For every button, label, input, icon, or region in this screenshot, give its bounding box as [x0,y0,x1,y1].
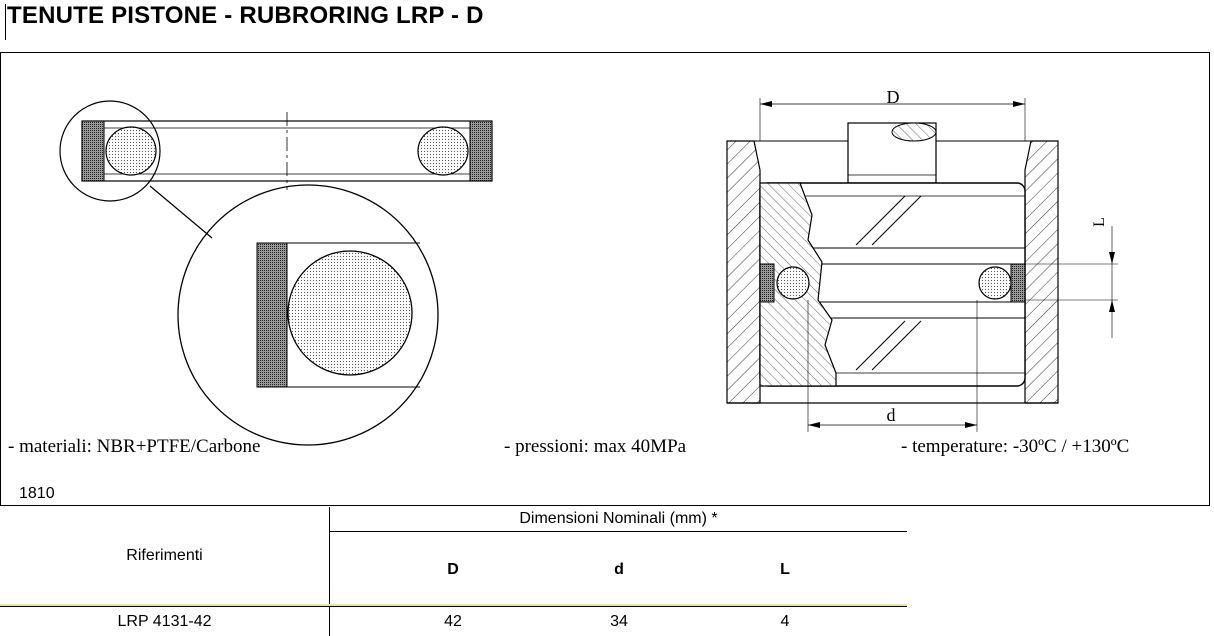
row-D: 42 [444,612,462,630]
dimension-label-D: D [887,87,900,107]
header-col-D: D [447,561,459,578]
header-col-L: L [780,561,790,578]
seal-ring-view [59,100,493,239]
header-riferimenti: Riferimenti [126,546,203,564]
spec-temperature: - temperature: -30ºC / +130ºC [901,436,1130,457]
row-ref: LRP 4131-42 [117,612,212,630]
page-title: TENUTE PISTONE - RUBRORING LRP - D [7,2,484,29]
row-L: 4 [780,612,790,630]
text-cursor [5,4,6,40]
drawing-frame [0,52,1210,506]
cylinder-section-view [726,98,1118,432]
dimension-label-L: L [1091,217,1108,227]
product-code: 1810 [19,485,55,502]
seal-detail-view [177,184,439,446]
row-d: 34 [610,612,628,630]
spec-materials: - materiali: NBR+PTFE/Carbone [8,436,261,457]
header-col-d: d [614,561,624,578]
header-dimensioni: Dimensioni Nominali (mm) * [519,510,718,527]
spec-pressure: - pressioni: max 40MPa [504,436,687,457]
dimension-label-d: d [887,405,896,425]
